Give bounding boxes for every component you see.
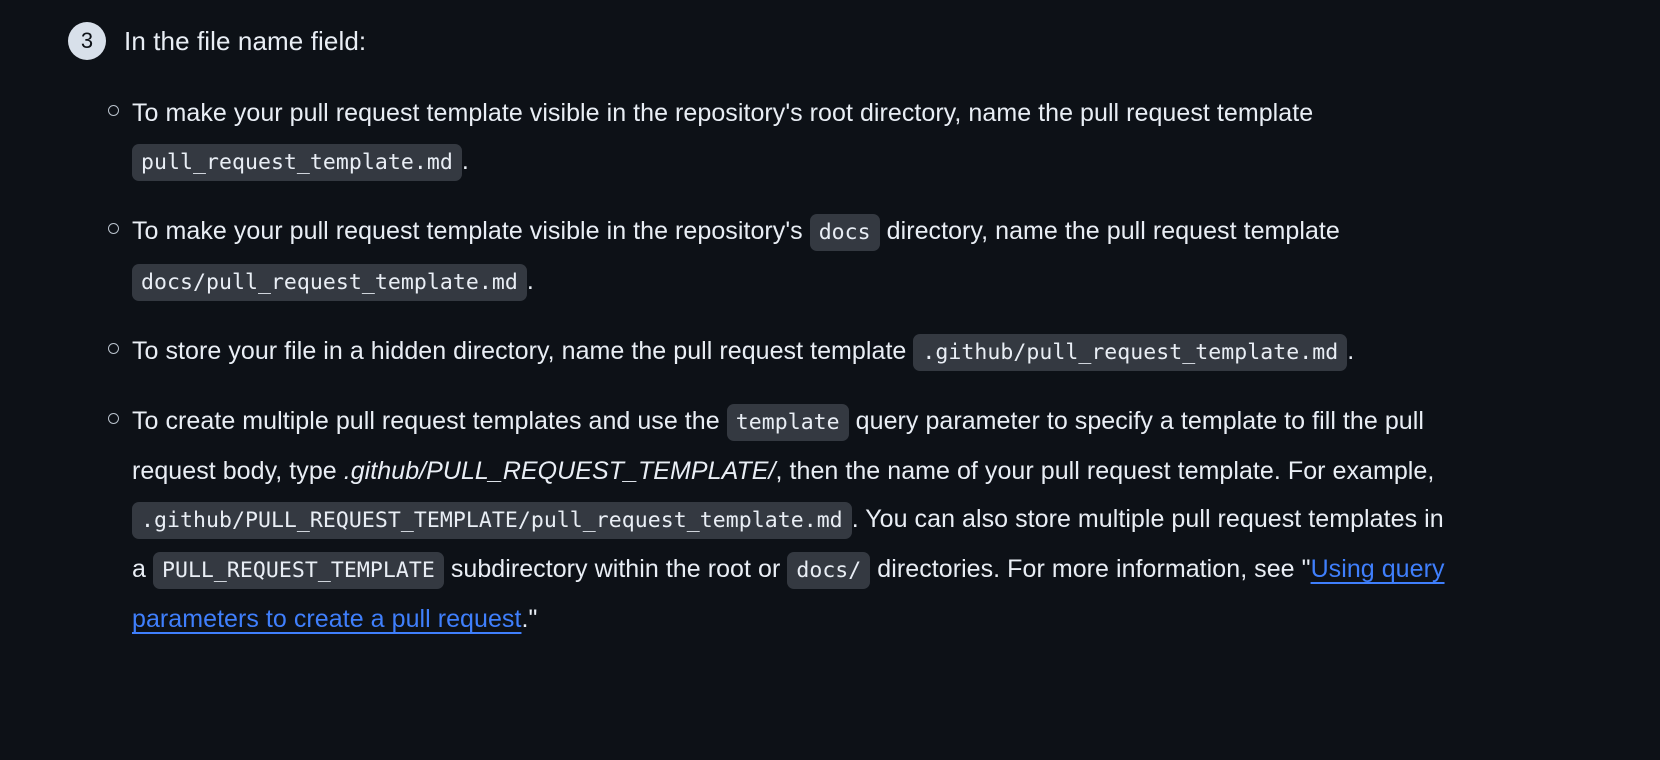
body-text: . [461,147,469,175]
italic-path-text: .github/PULL_REQUEST_TEMPLATE/ [343,457,776,485]
list-item: To make your pull request template visib… [40,207,1460,307]
step-number-badge: 3 [68,22,106,60]
inline-code-span: pull_request_template.md [132,144,462,181]
inline-code-span: docs [809,214,880,251]
body-text: To create multiple pull request template… [132,407,727,435]
circle-bullet-icon [108,413,119,424]
circle-bullet-icon [108,105,119,116]
list-item: To make your pull request template visib… [40,89,1460,187]
list-item: To store your file in a hidden directory… [40,327,1460,377]
body-text: ." [521,605,538,633]
body-text: directory, name the pull request templat… [879,217,1340,245]
body-text: subdirectory within the root or [443,555,788,583]
body-text: To make your pull request template visib… [132,217,810,245]
circle-bullet-icon [108,343,119,354]
inline-code-span: .github/PULL_REQUEST_TEMPLATE/pull_reque… [132,502,852,539]
body-text: . [1347,337,1355,365]
body-text: , then the name of your pull request tem… [775,457,1435,485]
body-text: . You can also store multiple pull reque… [132,505,1444,583]
inline-code-span: .github/pull_request_template.md [913,334,1348,371]
body-text: query parameter to specify a template to… [132,407,1424,485]
inline-code-span: docs/ [787,552,871,589]
inline-code-span: docs/pull_request_template.md [132,264,527,301]
inline-code-span: template [726,404,849,441]
step-header: 3 In the file name field: [40,18,1620,61]
body-text: . [526,267,534,295]
step-title: In the file name field: [124,26,367,56]
circle-bullet-icon [108,223,119,234]
body-text: directories. For more information, see " [870,555,1311,583]
body-text: To store your file in a hidden directory… [132,337,914,365]
body-text: To make your pull request template visib… [132,99,1314,127]
doc-link[interactable]: Using query parameters to create a pull … [132,555,1445,633]
inline-code-span: PULL_REQUEST_TEMPLATE [152,552,444,589]
list-item: To create multiple pull request template… [40,397,1460,643]
file-name-options-list: To make your pull request template visib… [40,89,1460,643]
